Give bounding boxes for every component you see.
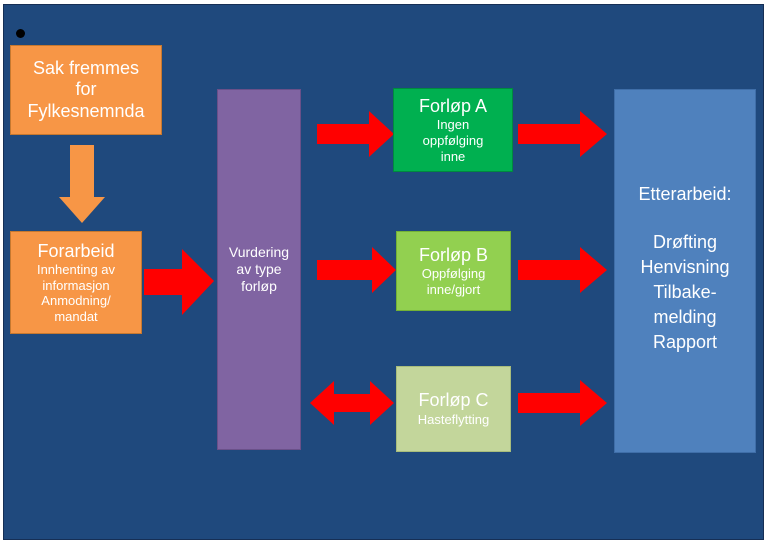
forlop-c-title: Forløp C	[418, 390, 489, 411]
forlop-a-line-1: Ingen	[436, 117, 470, 133]
box-forlop-b: Forløp B Oppfølging inne/gjort	[396, 231, 511, 311]
etterarbeid-line-3: Tilbake-	[653, 281, 717, 302]
forarbeid-line-1: Innhenting av	[36, 262, 116, 278]
bullet-dot	[16, 29, 25, 38]
forlop-a-line-2: oppfølging	[422, 133, 484, 148]
box-sak-fremmes: Sak fremmes for Fylkesnemnda	[10, 45, 162, 135]
box-forlop-c: Forløp C Hasteflytting	[396, 366, 511, 452]
etterarbeid-title: Etterarbeid:	[638, 184, 732, 204]
arrow-forarbeid-vurdering	[144, 249, 214, 315]
etterarbeid-line-2: Henvisning	[640, 256, 730, 277]
arrow-vurdering-forlop-a	[317, 111, 394, 157]
forlop-a-line-3: inne	[440, 148, 466, 164]
etterarbeid-line-4: melding	[653, 307, 717, 328]
forarbeid-line-4: mandat	[54, 308, 98, 324]
sak-line-1: Sak fremmes	[32, 57, 140, 78]
forarbeid-line-3: Anmodning/	[41, 293, 111, 309]
arrow-forlop-b-etterarbeid	[518, 247, 607, 293]
arrow-vurdering-forlop-c-double	[310, 381, 394, 425]
arrow-forlop-a-etterarbeid	[518, 111, 607, 157]
box-vurdering: Vurdering av type forløp	[217, 89, 301, 450]
forlop-b-line-1: Oppfølging	[421, 266, 486, 282]
box-forarbeid: Forarbeid Innhenting av informasjon Anmo…	[10, 231, 142, 334]
forlop-b-line-2: inne/gjort	[426, 281, 481, 297]
etterarbeid-line-1: Drøfting	[652, 231, 717, 252]
arrow-forlop-c-etterarbeid	[518, 380, 607, 426]
arrows-layer	[59, 111, 607, 426]
arrow-down-sak-forarbeid	[59, 145, 105, 223]
box-forlop-a: Forløp A Ingen oppfølging inne	[393, 88, 513, 172]
vurdering-line-3: forløp	[241, 277, 277, 294]
vurdering-line-2: av type	[236, 261, 282, 278]
slide-canvas: Sak fremmes for Fylkesnemnda Forarbeid I…	[3, 4, 764, 540]
box-etterarbeid: Etterarbeid: Drøfting Henvisning Tilbake…	[614, 89, 756, 453]
forarbeid-line-2: informasjon	[42, 277, 110, 293]
sak-line-2: for	[75, 79, 97, 100]
etterarbeid-line-5: Rapport	[652, 332, 718, 353]
vurdering-line-1: Vurdering	[228, 244, 290, 261]
arrow-vurdering-forlop-b	[317, 247, 396, 293]
forarbeid-title: Forarbeid	[37, 240, 115, 261]
forlop-c-line-1: Hasteflytting	[417, 412, 490, 427]
sak-line-3: Fylkesnemnda	[27, 100, 145, 121]
forlop-a-title: Forløp A	[418, 95, 488, 116]
forlop-b-title: Forløp B	[418, 244, 488, 265]
